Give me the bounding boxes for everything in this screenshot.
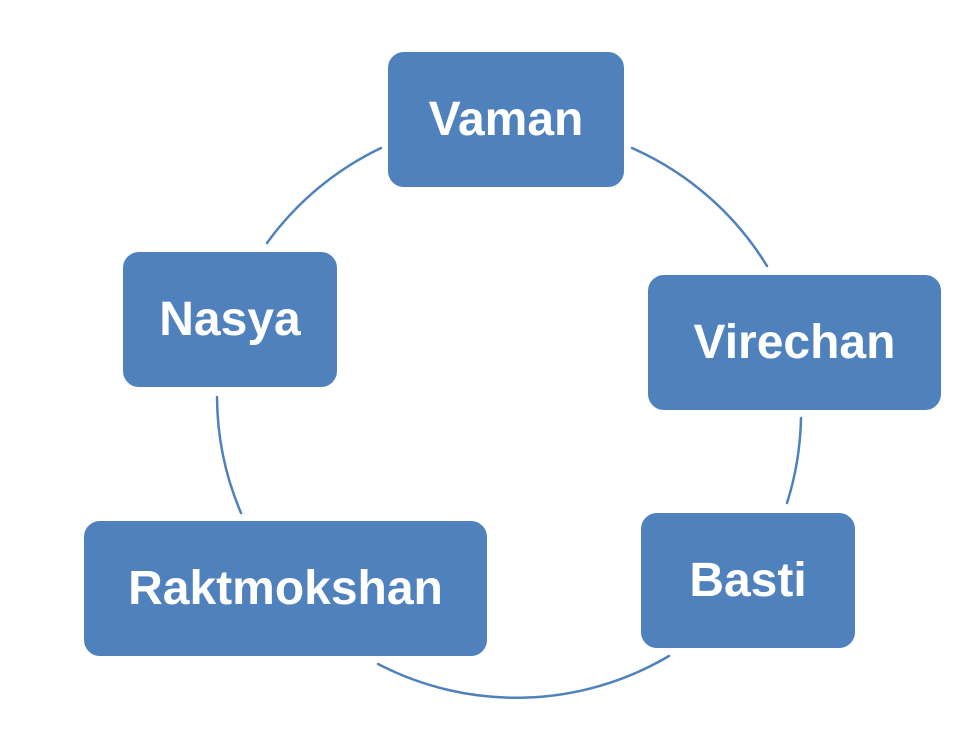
node-raktmokshan: Raktmokshan — [82, 519, 489, 658]
connector-raktmokshan-nasya — [215, 395, 243, 515]
node-vaman: Vaman — [386, 50, 626, 189]
connector-basti-raktmokshan — [376, 654, 671, 699]
connector-virechan-basti — [785, 416, 803, 505]
node-virechan: Virechan — [646, 273, 943, 412]
node-label-nasya: Nasya — [159, 292, 301, 346]
node-label-basti: Basti — [689, 553, 807, 607]
node-label-vaman: Vaman — [428, 92, 584, 146]
node-nasya: Nasya — [121, 250, 339, 389]
node-label-raktmokshan: Raktmokshan — [128, 561, 443, 615]
connector-nasya-vaman — [265, 146, 383, 245]
node-basti: Basti — [639, 511, 857, 650]
connector-vaman-virechan — [630, 146, 769, 268]
node-label-virechan: Virechan — [693, 315, 896, 369]
